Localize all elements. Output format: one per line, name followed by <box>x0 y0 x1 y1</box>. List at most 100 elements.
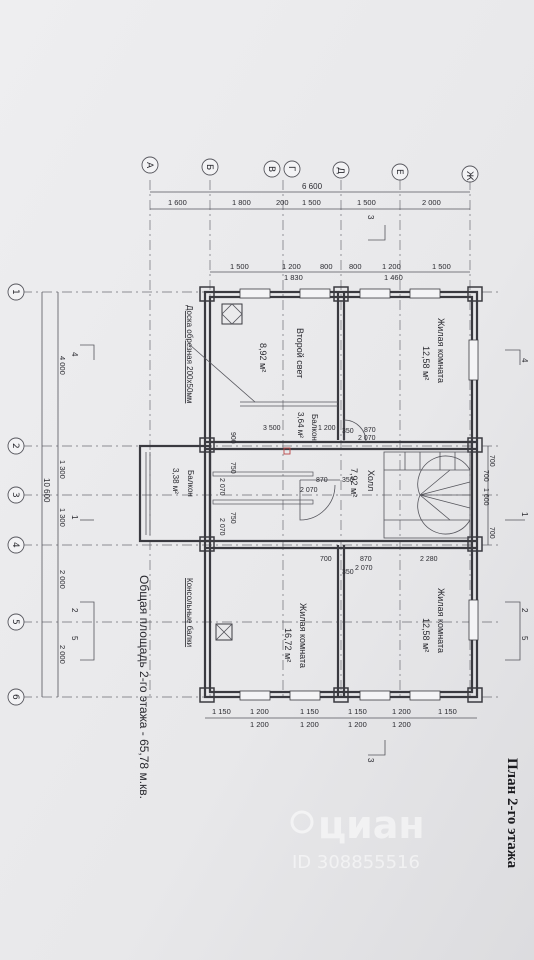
note-consoles: Консольные балки <box>185 578 194 647</box>
section-mark-5-left: 5 <box>70 636 79 641</box>
left-dimensions: 10 600 4 000 1 300 1 300 2 000 2 000 <box>41 292 67 697</box>
dim-total-length: 10 600 <box>42 478 51 503</box>
axis-label-a: А <box>144 162 154 169</box>
dim-2070b: 2 070 <box>300 487 318 494</box>
room-second-light-area: 8,92 м² <box>258 343 268 372</box>
dim-870a: 870 <box>364 427 376 434</box>
dim-right-3: 1 600 <box>482 488 489 506</box>
room-living-3-area: 16,72 м² <box>283 628 293 662</box>
dim-bottom-2: 1 200 <box>250 707 269 716</box>
dim-2070c: 2 070 <box>355 565 373 572</box>
room-second-light-name: Второй свет <box>295 328 305 378</box>
room-living-2-name: Жилая комната <box>436 588 446 653</box>
dim-900: 900 <box>229 432 236 444</box>
dim-left-3: 1 300 <box>58 508 67 527</box>
dim-3500: 3 500 <box>263 425 281 432</box>
axis-label-2: 2 <box>10 443 20 449</box>
letter-axes: А Б В Г Д Е Ж <box>141 156 479 700</box>
dim-top2-5: 1 200 <box>382 262 401 271</box>
axis-label-3: 3 <box>10 492 20 498</box>
dim-bottom-3: 1 150 <box>300 707 319 716</box>
dim-750b: 750 <box>229 512 236 524</box>
room-living-2-area: 12,58 м² <box>421 618 431 652</box>
axis-label-e: Е <box>394 169 404 175</box>
dim-right-4: 700 <box>482 470 489 482</box>
dim-top2-2: 1 200 <box>282 262 301 271</box>
axis-label-4: 4 <box>10 542 20 548</box>
dim-top-4: 1 500 <box>302 198 321 207</box>
axis-label-d: Д <box>335 167 345 174</box>
walls <box>138 286 483 703</box>
room-living-1-name: Жилая комната <box>436 318 446 383</box>
top-dimensions: 6 600 1 600 1 800 200 1 500 1 500 2 000 … <box>150 182 470 282</box>
room-hall-name: Холл <box>366 470 376 491</box>
dim-top2-4: 800 <box>349 262 362 271</box>
dim-top2-6: 1 500 <box>432 262 451 271</box>
dim-750a: 750 <box>229 462 236 474</box>
total-area-caption: Общая площадь 2-го этажа - 65,78 м.кв. <box>137 575 151 799</box>
dim-bottom-b1: 1 200 <box>250 720 269 729</box>
dim-left-4: 2 000 <box>58 570 67 589</box>
dim-top2b-1: 1 830 <box>284 273 303 282</box>
dim-350a: 350 <box>342 428 354 435</box>
dim-bottom-b4: 1 200 <box>392 720 411 729</box>
dim-2070d: 2 070 <box>218 478 225 496</box>
dim-350c: 350 <box>342 569 354 576</box>
axis-label-zh: Ж <box>464 171 474 181</box>
number-axes: 1 2 3 4 5 6 <box>7 283 500 706</box>
note-board: Доска обрезная 200х50мм <box>185 305 194 403</box>
dim-2070a: 2 070 <box>358 435 376 442</box>
room-balcony-inner-area: 3,64 м² <box>296 412 305 438</box>
section-mark-3-bottom: 3 <box>366 758 375 763</box>
dim-top2b-2: 1 460 <box>384 273 403 282</box>
section-mark-5-right: 5 <box>520 636 529 641</box>
section-mark-3-top: 3 <box>366 215 375 220</box>
bottom-dimensions: 1 150 1 200 1 150 1 150 1 200 1 150 1 20… <box>205 707 477 729</box>
watermark-brand: циан <box>318 803 425 847</box>
axis-label-5: 5 <box>10 619 20 625</box>
room-balcony-inner-name: Балкон <box>310 414 319 441</box>
section-mark-4-right: 4 <box>520 358 529 363</box>
dim-700: 700 <box>320 556 332 563</box>
right-dimensions: 700 700 1 600 700 <box>482 446 495 545</box>
dim-bottom-5: 1 200 <box>392 707 411 716</box>
dim-top2-3: 800 <box>320 262 333 271</box>
dim-top-2: 1 800 <box>232 198 251 207</box>
section-mark-2-left: 2 <box>70 608 79 613</box>
axis-label-6: 6 <box>10 694 20 700</box>
room-balcony-outer-name: Балкон <box>186 470 195 497</box>
axis-label-b: Б <box>204 164 214 170</box>
axis-label-1: 1 <box>10 289 20 295</box>
dim-bottom-4: 1 150 <box>348 707 367 716</box>
inner-dimensions: 3 500 1 200 350 870 2 070 870 2 070 350 … <box>218 425 438 576</box>
dim-top2-1: 1 500 <box>230 262 249 271</box>
dim-2280: 2 280 <box>420 556 438 563</box>
watermark-logo-icon <box>290 810 314 834</box>
dim-bottom-b3: 1 200 <box>348 720 367 729</box>
room-balcony-outer-area: 3,38 м² <box>171 468 180 494</box>
dim-bottom-1: 1 150 <box>212 707 231 716</box>
room-hall-area: 7,92 м² <box>349 468 359 497</box>
dim-top-1: 1 600 <box>168 198 187 207</box>
axis-label-v: В <box>266 166 276 172</box>
section-marks: 3 3 4 4 1 1 2 2 5 5 <box>70 215 529 763</box>
dim-top-5: 1 500 <box>357 198 376 207</box>
dim-total-width: 6 600 <box>302 182 323 191</box>
dim-870b: 870 <box>316 477 328 484</box>
section-mark-2-right: 2 <box>520 608 529 613</box>
dim-left-5: 2 000 <box>58 645 67 664</box>
dim-top-6: 2 000 <box>422 198 441 207</box>
section-mark-1-left: 1 <box>70 515 79 520</box>
room-labels: Жилая комната 12,58 м² Жилая комната 12,… <box>171 305 446 668</box>
dim-top-3: 200 <box>276 198 289 207</box>
axis-label-g: Г <box>286 166 296 172</box>
section-mark-1-right: 1 <box>520 512 529 517</box>
dim-left-2: 1 300 <box>58 460 67 479</box>
watermark-id: ID 308855516 <box>292 852 420 873</box>
watermark: циан ID 308855516 <box>290 803 425 873</box>
dim-left-1: 4 000 <box>58 356 67 375</box>
plan-title: План 2-го этажа <box>504 758 520 869</box>
dim-2070e: 2 070 <box>218 518 225 536</box>
